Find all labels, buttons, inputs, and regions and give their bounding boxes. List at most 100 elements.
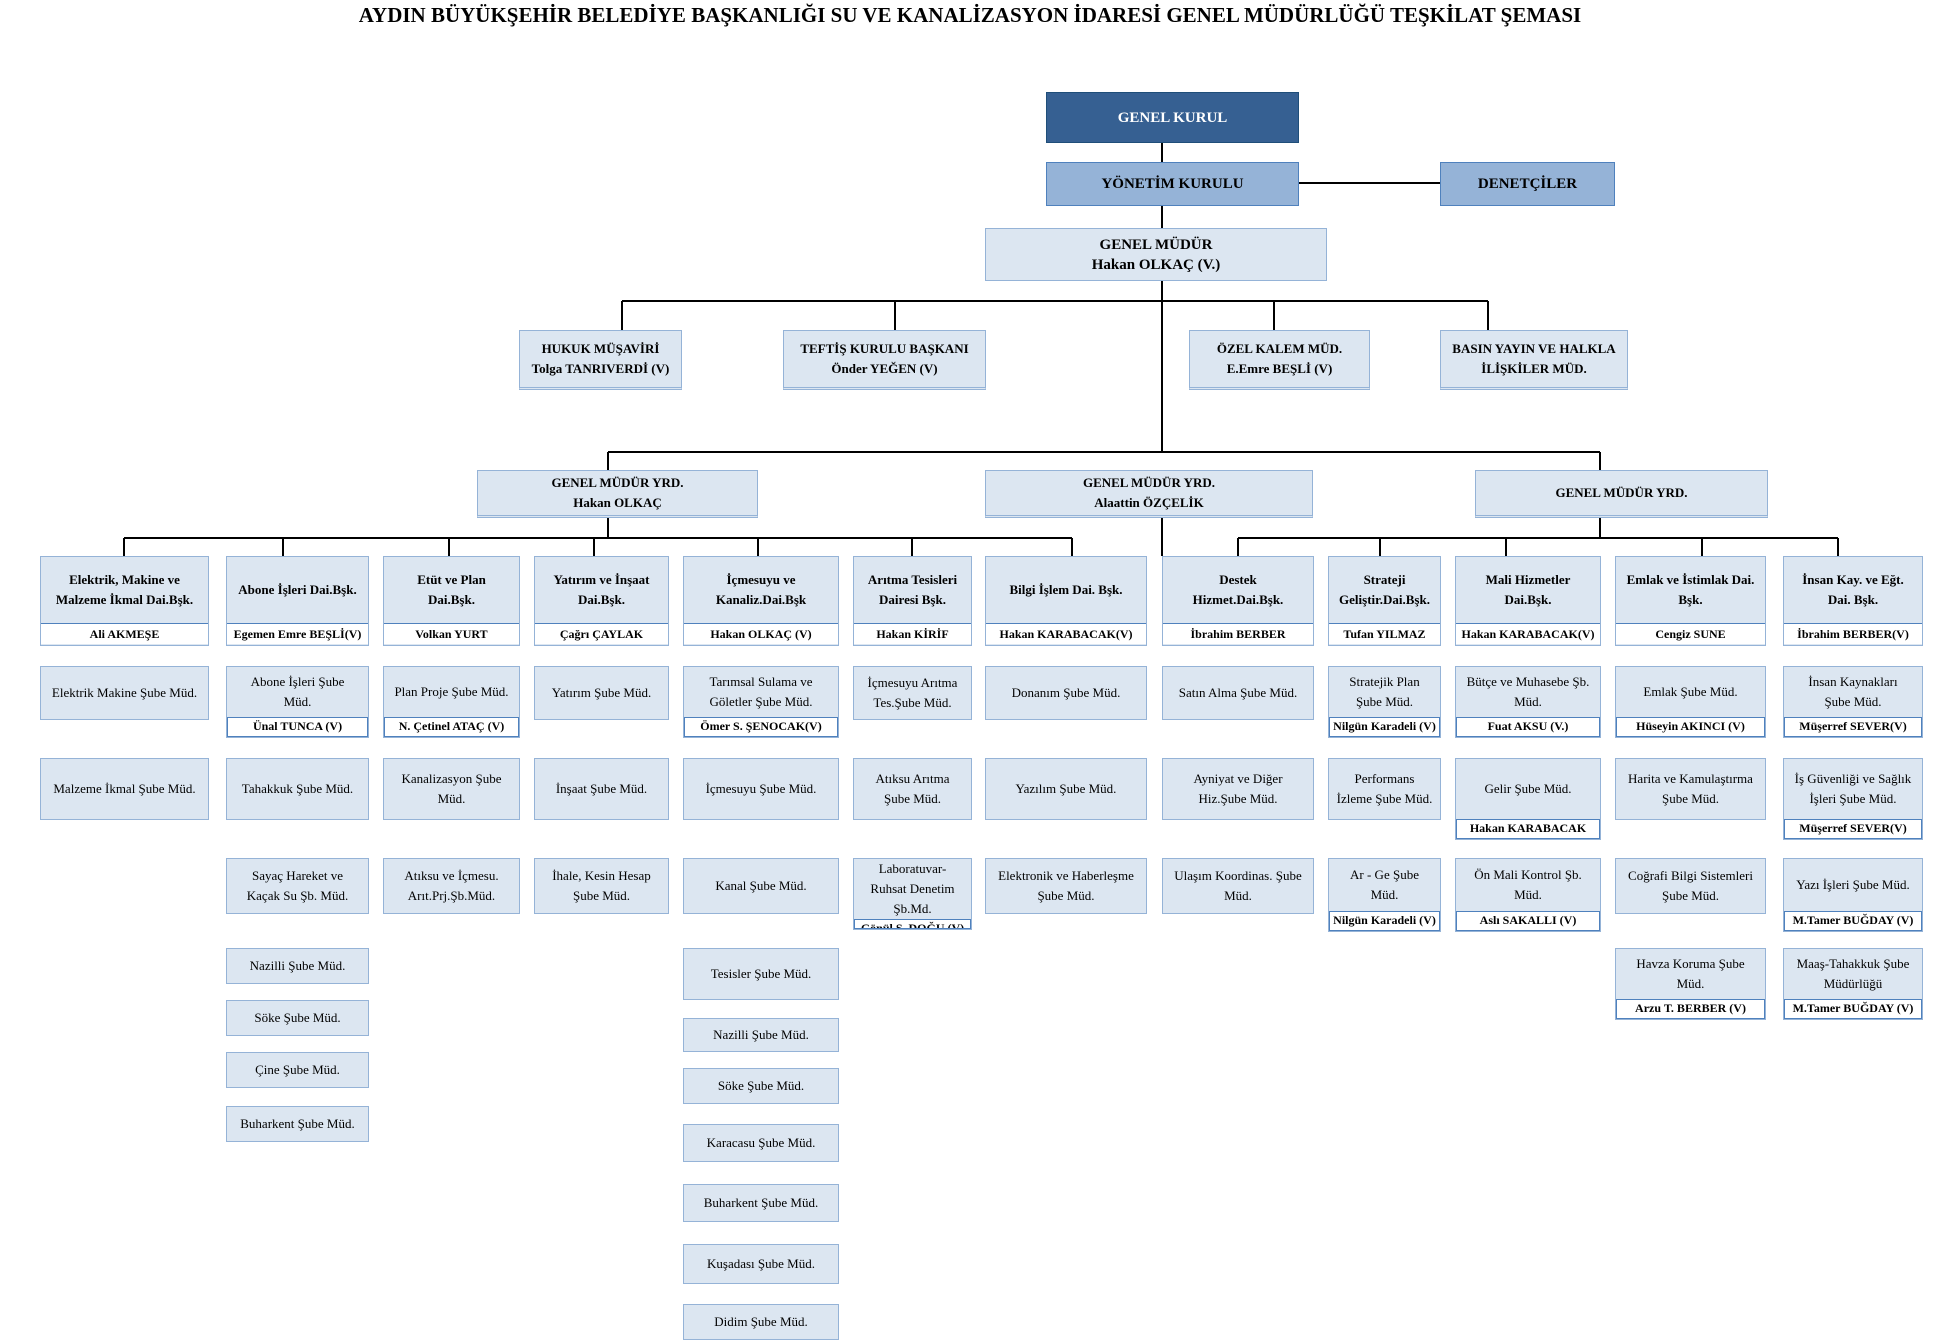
- sub-unit-title: Harita ve Kamulaştırma Şube Müd.: [1628, 771, 1753, 806]
- sub-unit-head: Ömer S. ŞENOCAK(V): [684, 717, 838, 737]
- sub-unit-box: Plan Proje Şube Müd.N. Çetinel ATAÇ (V): [383, 666, 520, 738]
- department-box: Mali Hizmetler Dai.Bşk.Hakan KARABACAK(V…: [1455, 556, 1601, 646]
- sub-unit-box: Kanal Şube Müd.: [683, 858, 839, 914]
- sub-unit-title: Buharkent Şube Müd.: [240, 1116, 355, 1131]
- sub-unit-title: İçmesuyu Arıtma Tes.Şube Müd.: [867, 675, 958, 710]
- department-head: Tufan YILMAZ: [1329, 623, 1440, 644]
- sub-unit-head: Müşerref SEVER(V): [1784, 717, 1922, 737]
- sub-unit-title: Tahakkuk Şube Müd.: [241, 781, 354, 796]
- deputy-label: GENEL MÜDÜR YRD.: [1555, 485, 1688, 500]
- department-title: Arıtma Tesisleri Dairesi Bşk.: [867, 572, 958, 607]
- sub-unit-box: Havza Koruma Şube Müd.Arzu T. BERBER (V): [1615, 948, 1766, 1020]
- sub-unit-box: Abone İşleri Şube Müd.Ünal TUNCA (V): [226, 666, 369, 738]
- sub-unit-title: Buharkent Şube Müd.: [703, 1195, 819, 1210]
- department-head: Ali AKMEŞE: [41, 623, 208, 644]
- sub-unit-head: Nilgün Karadeli (V): [1329, 717, 1440, 737]
- sub-unit-box: Kanalizasyon Şube Müd.: [383, 758, 520, 820]
- department-box: İnsan Kay. ve Eğt. Dai. Bşk.İbrahim BERB…: [1783, 556, 1923, 646]
- sub-unit-head: Fuat AKSU (V.): [1456, 717, 1600, 737]
- sub-unit-box: Nazilli Şube Müd.: [683, 1018, 839, 1052]
- sub-unit-head: Gönül Ş. DOĞU (V): [854, 919, 971, 929]
- sub-unit-box: Söke Şube Müd.: [226, 1000, 369, 1036]
- department-title: Yatırım ve İnşaat Dai.Bşk.: [553, 572, 650, 607]
- sub-unit-box: İçmesuyu Şube Müd.: [683, 758, 839, 820]
- sub-unit-box: Tesisler Şube Müd.: [683, 948, 839, 1000]
- sub-unit-box: İçmesuyu Arıtma Tes.Şube Müd.: [853, 666, 972, 720]
- sub-unit-title: Kuşadası Şube Müd.: [707, 1256, 815, 1271]
- department-title: Abone İşleri Dai.Bşk.: [238, 582, 357, 597]
- sub-unit-title: Didim Şube Müd.: [714, 1314, 808, 1329]
- sub-unit-box: Elektrik Makine Şube Müd.: [40, 666, 209, 720]
- sub-unit-head: N. Çetinel ATAÇ (V): [384, 717, 519, 737]
- sub-unit-box: Gelir Şube Müd.Hakan KARABACAK: [1455, 758, 1601, 840]
- sub-unit-title: Söke Şube Müd.: [254, 1010, 341, 1025]
- sub-unit-title: Ar - Ge Şube Müd.: [1350, 867, 1419, 902]
- genel-kurul-box: GENEL KURUL: [1046, 92, 1299, 143]
- department-head: Cengiz SUNE: [1616, 623, 1765, 644]
- genel-kurul-label: GENEL KURUL: [1117, 109, 1228, 126]
- sub-unit-title: Ulaşım Koordinas. Şube Müd.: [1174, 868, 1302, 903]
- sub-unit-box: İnsan Kaynakları Şube Müd.Müşerref SEVER…: [1783, 666, 1923, 738]
- sub-unit-box: Karacasu Şube Müd.: [683, 1124, 839, 1162]
- advisor-label: ÖZEL KALEM MÜD. E.Emre BEŞLİ (V): [1216, 341, 1343, 376]
- denetciler-box: DENETÇİLER: [1440, 162, 1615, 206]
- department-title: Destek Hizmet.Dai.Bşk.: [1192, 572, 1284, 607]
- sub-unit-head: M.Tamer BUĞDAY (V): [1784, 911, 1922, 931]
- sub-unit-title: Yazılım Şube Müd.: [1015, 781, 1117, 796]
- sub-unit-head: Aslı SAKALLI (V): [1456, 911, 1600, 931]
- sub-unit-box: Yatırım Şube Müd.: [534, 666, 669, 720]
- sub-unit-title: Donanım Şube Müd.: [1011, 685, 1121, 700]
- sub-unit-title: Atıksu Arıtma Şube Müd.: [875, 771, 950, 806]
- sub-unit-box: Harita ve Kamulaştırma Şube Müd.: [1615, 758, 1766, 820]
- sub-unit-box: Çine Şube Müd.: [226, 1052, 369, 1088]
- advisor-ozel-kalem: ÖZEL KALEM MÜD. E.Emre BEŞLİ (V): [1189, 330, 1370, 390]
- sub-unit-title: Gelir Şube Müd.: [1484, 781, 1572, 796]
- deputy-3: GENEL MÜDÜR YRD.: [1475, 470, 1768, 518]
- sub-unit-title: Tarımsal Sulama ve Göletler Şube Müd.: [709, 674, 813, 709]
- deputy-1: GENEL MÜDÜR YRD. Hakan OLKAÇ: [477, 470, 758, 518]
- sub-unit-title: Ayniyat ve Diğer Hiz.Şube Müd.: [1193, 771, 1283, 806]
- sub-unit-head: M.Tamer BUĞDAY (V): [1784, 999, 1922, 1019]
- sub-unit-box: Coğrafi Bilgi Sistemleri Şube Müd.: [1615, 858, 1766, 914]
- department-box: Abone İşleri Dai.Bşk.Egemen Emre BEŞLİ(V…: [226, 556, 369, 646]
- sub-unit-title: İnşaat Şube Müd.: [555, 781, 648, 796]
- sub-unit-box: Performans İzleme Şube Müd.: [1328, 758, 1441, 820]
- sub-unit-box: Ayniyat ve Diğer Hiz.Şube Müd.: [1162, 758, 1314, 820]
- department-box: Destek Hizmet.Dai.Bşk.İbrahim BERBER: [1162, 556, 1314, 646]
- sub-unit-box: Elektronik ve Haberleşme Şube Müd.: [985, 858, 1147, 914]
- sub-unit-head: Arzu T. BERBER (V): [1616, 999, 1765, 1019]
- sub-unit-box: Atıksu ve İçmesu. Arıt.Prj.Şb.Müd.: [383, 858, 520, 914]
- sub-unit-box: Didim Şube Müd.: [683, 1304, 839, 1340]
- sub-unit-box: Buharkent Şube Müd.: [683, 1184, 839, 1222]
- sub-unit-title: Söke Şube Müd.: [717, 1078, 805, 1093]
- sub-unit-title: Nazilli Şube Müd.: [249, 958, 346, 973]
- chart-title: AYDIN BÜYÜKŞEHİR BELEDİYE BAŞKANLIĞI SU …: [358, 3, 1582, 27]
- sub-unit-box: Stratejik Plan Şube Müd. Nilgün Karadeli …: [1328, 666, 1441, 738]
- department-title: Elektrik, Makine ve Malzeme İkmal Dai.Bş…: [55, 572, 194, 607]
- department-title: İnsan Kay. ve Eğt. Dai. Bşk.: [1802, 572, 1904, 607]
- sub-unit-title: Yazı İşleri Şube Müd.: [1796, 877, 1910, 892]
- department-box: Yatırım ve İnşaat Dai.Bşk.Çağrı ÇAYLAK: [534, 556, 669, 646]
- department-box: Elektrik, Makine ve Malzeme İkmal Dai.Bş…: [40, 556, 209, 646]
- sub-unit-title: Performans İzleme Şube Müd.: [1336, 771, 1433, 806]
- department-title: İçmesuyu ve Kanaliz.Dai.Bşk: [715, 572, 807, 607]
- sub-unit-title: İhale, Kesin Hesap Şube Müd.: [552, 868, 651, 903]
- deputy-label: GENEL MÜDÜR YRD. Hakan OLKAÇ: [551, 475, 684, 510]
- sub-unit-title: Nazilli Şube Müd.: [713, 1027, 809, 1042]
- sub-unit-title: Stratejik Plan Şube Müd.: [1349, 674, 1420, 709]
- sub-unit-box: Ar - Ge Şube Müd.Nilgün Karadeli (V): [1328, 858, 1441, 932]
- sub-unit-box: Ön Mali Kontrol Şb. Müd.Aslı SAKALLI (V): [1455, 858, 1601, 932]
- sub-unit-title: Atıksu ve İçmesu. Arıt.Prj.Şb.Müd.: [404, 868, 499, 903]
- department-box: Emlak ve İstimlak Dai. Bşk.Cengiz SUNE: [1615, 556, 1766, 646]
- department-box: Etüt ve Plan Dai.Bşk.Volkan YURT: [383, 556, 520, 646]
- genel-mudur-label: GENEL MÜDÜR Hakan OLKAÇ (V.): [1091, 236, 1221, 273]
- sub-unit-head: Ünal TUNCA (V): [227, 717, 368, 737]
- genel-mudur-box: GENEL MÜDÜR Hakan OLKAÇ (V.): [985, 228, 1327, 281]
- sub-unit-box: Nazilli Şube Müd.: [226, 948, 369, 984]
- department-head: Hakan KİRİF: [854, 623, 971, 644]
- department-head: Volkan YURT: [384, 623, 519, 644]
- advisor-teftis: TEFTİŞ KURULU BAŞKANI Önder YEĞEN (V): [783, 330, 986, 390]
- sub-unit-title: Bütçe ve Muhasebe Şb. Müd.: [1466, 674, 1590, 709]
- sub-unit-box: Donanım Şube Müd.: [985, 666, 1147, 720]
